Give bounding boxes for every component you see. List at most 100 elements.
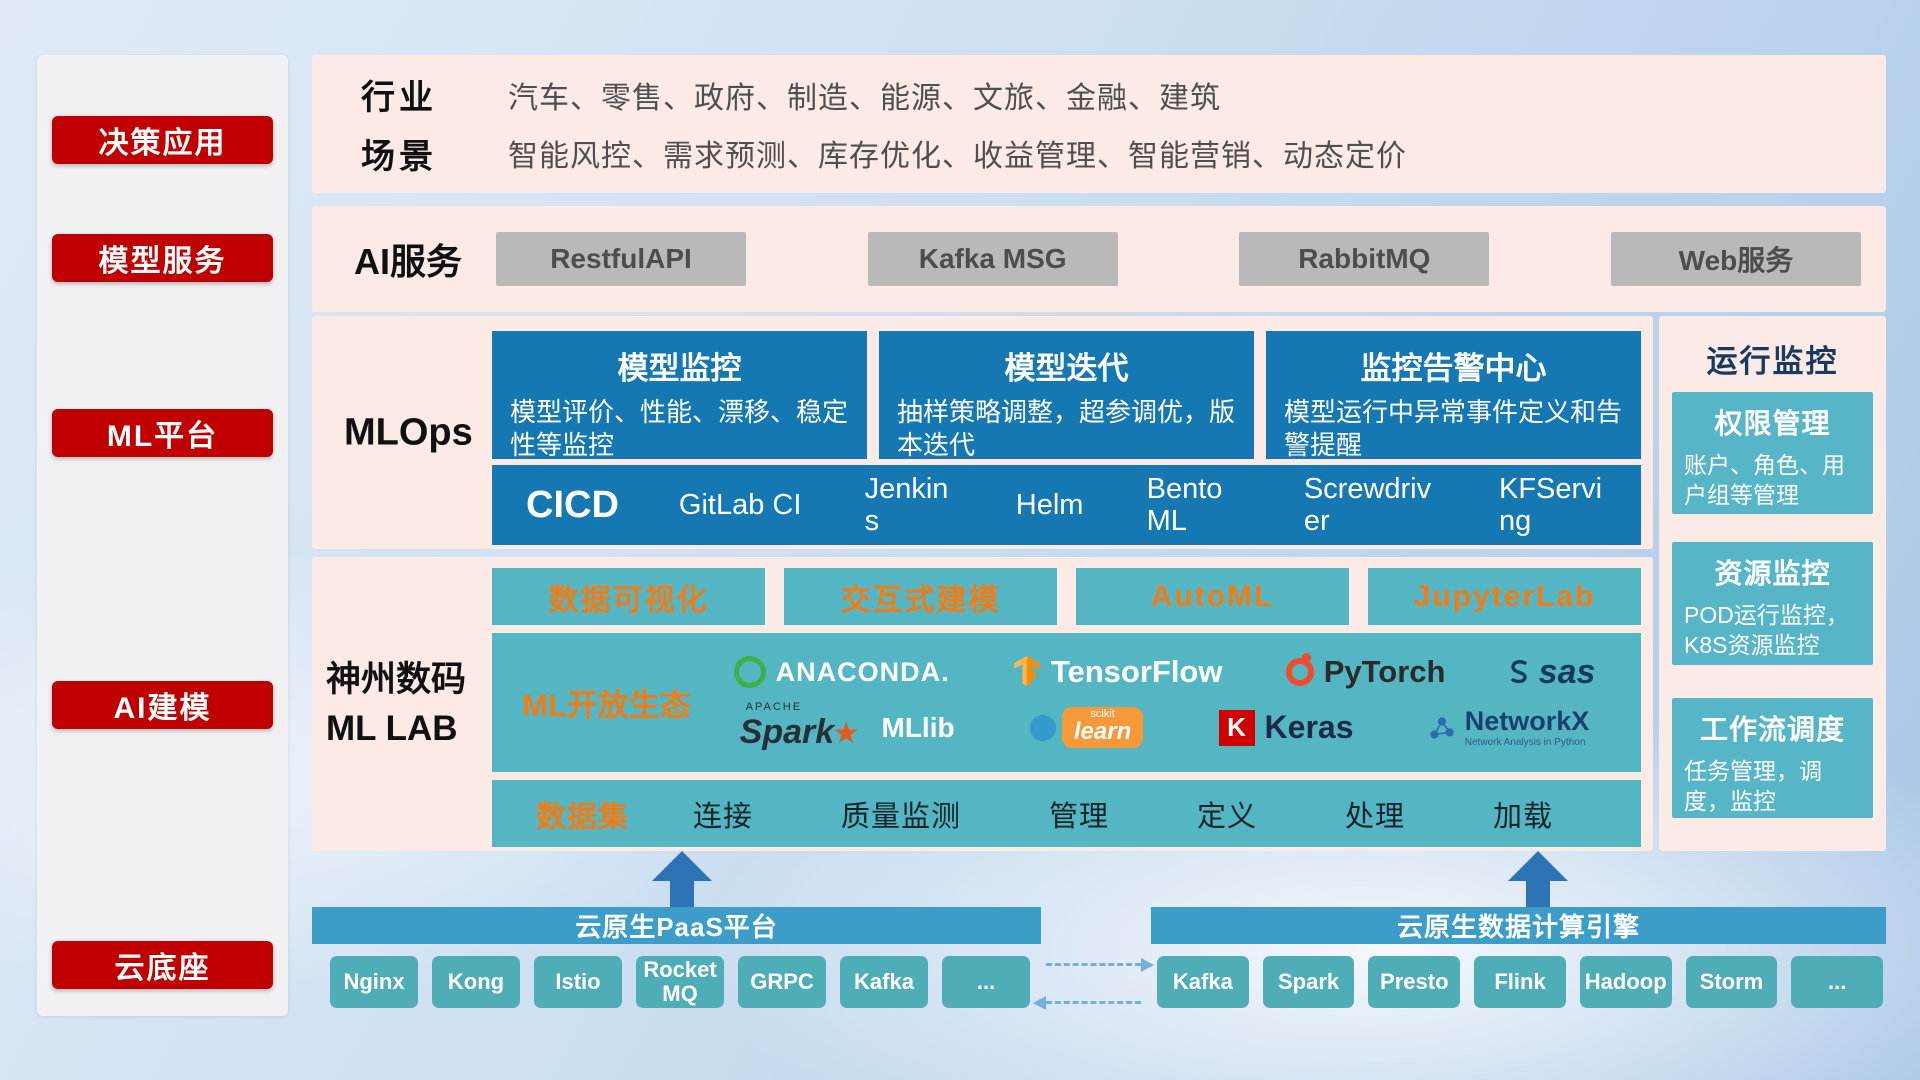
tensorflow-logo: TensorFlow — [1013, 654, 1223, 690]
compute-engine-bar: 云原生数据计算引擎 — [1151, 907, 1886, 944]
ml-ecosystem-box: ML开放生态 ANACONDA. TensorFlow — [492, 633, 1641, 772]
ecosystem-logo-row-2: APACHE Spark MLlib scikit learn — [702, 701, 1627, 752]
card-desc: 模型运行中异常事件定义和告警提醒 — [1284, 397, 1623, 461]
compute-item-spark: Spark — [1262, 956, 1355, 1008]
dataset-bar: 数据集 连接 质量监测 管理 定义 处理 加载 — [492, 780, 1641, 847]
anaconda-icon — [733, 656, 766, 689]
paas-item-istio: Istio — [534, 956, 622, 1008]
cicd-tool-screwdriver: Screwdriver — [1303, 472, 1432, 537]
paas-item-grpc: GRPC — [738, 956, 826, 1008]
networkx-logo: NetworkX Network Analysis in Python — [1429, 706, 1590, 749]
anaconda-wordmark: ANACONDA. — [775, 656, 950, 687]
paas-item-rocketmq: RocketMQ — [636, 956, 724, 1008]
sas-icon — [1510, 660, 1527, 684]
card-permission-management: 权限管理 账户、角色、用户组等管理 — [1672, 392, 1873, 514]
card-title: 工作流调度 — [1699, 714, 1845, 745]
keras-logo: K Keras — [1218, 709, 1354, 746]
paas-platform-title: 云原生PaaS平台 — [575, 912, 778, 942]
card-desc: 账户、角色、用户组等管理 — [1684, 452, 1845, 509]
service-chip-web-service: Web服务 — [1610, 232, 1861, 286]
dataset-item-process: 处理 — [1344, 800, 1405, 833]
scene-label: 场景 — [361, 137, 437, 176]
spark-mllib-logo: APACHE Spark MLlib — [739, 701, 955, 752]
ecosystem-logo-row-1: ANACONDA. TensorFlow PyTorch — [702, 653, 1627, 692]
paas-platform-bar: 云原生PaaS平台 — [312, 907, 1041, 944]
sidebar-item-decision-apps: 决策应用 — [52, 116, 273, 164]
scikit-learn-icon — [1029, 714, 1056, 741]
industry-list: 汽车、零售、政府、制造、能源、文旅、金融、建筑 — [508, 81, 1221, 115]
compute-item-hadoop: Hadoop — [1579, 956, 1672, 1008]
networkx-icon — [1430, 717, 1454, 739]
monitoring-title: 运行监控 — [1706, 344, 1839, 379]
arrow-stem — [670, 881, 694, 907]
sidebar-item-cloud-base: 云底座 — [52, 941, 273, 989]
service-chip-rabbitmq: RabbitMQ — [1239, 232, 1490, 286]
spark-wordmark: Spark — [739, 713, 835, 752]
paas-item-more: ... — [942, 956, 1030, 1008]
cicd-tool-kfserving: KFServing — [1499, 472, 1603, 537]
networkx-wordmark: NetworkX — [1464, 706, 1590, 737]
sidebar-item-ml-platform: ML平台 — [52, 409, 273, 457]
card-title: 权限管理 — [1714, 408, 1831, 439]
cicd-tool-jenkins: Jenkins — [864, 472, 949, 537]
service-chip-kafka-msg: Kafka MSG — [867, 232, 1118, 286]
pytorch-logo: PyTorch — [1285, 653, 1446, 690]
tool-data-visualization: 数据可视化 — [492, 568, 765, 625]
tool-automl: AutoML — [1076, 568, 1349, 625]
card-model-iteration: 模型迭代 抽样策略调整，超参调优，版本迭代 — [879, 331, 1254, 460]
cicd-tool-gitlab-ci: GitLab CI — [678, 488, 802, 521]
cicd-tool-bentoml: BentoML — [1146, 472, 1223, 537]
dashed-arrow-right — [1046, 958, 1154, 972]
scikit-learn-badge: scikit learn — [1061, 707, 1144, 749]
industry-label: 行业 — [361, 79, 437, 118]
tensorflow-wordmark: TensorFlow — [1050, 654, 1223, 690]
pytorch-wordmark: PyTorch — [1323, 654, 1446, 690]
industry-panel: 行业 汽车、零售、政府、制造、能源、文旅、金融、建筑 场景 智能风控、需求预测、… — [312, 55, 1886, 193]
sas-logo: sas — [1509, 653, 1595, 692]
mllib-wordmark: MLlib — [881, 711, 955, 743]
card-title: 监控告警中心 — [1360, 351, 1547, 386]
tensorflow-icon — [1014, 656, 1040, 687]
dataset-label: 数据集 — [536, 800, 629, 834]
mllab-panel: 神州数码 ML LAB 数据可视化 交互式建模 AutoML JupyterLa… — [312, 557, 1653, 851]
apache-label: APACHE — [745, 701, 803, 714]
cicd-tool-helm: Helm — [1015, 488, 1084, 521]
card-desc: 抽样策略调整，超参调优，版本迭代 — [897, 397, 1236, 461]
card-desc: POD运行监控，K8S资源监控 — [1684, 602, 1849, 659]
compute-components: Kafka Spark Presto Flink Hadoop Storm ..… — [1157, 956, 1884, 1008]
compute-engine-title: 云原生数据计算引擎 — [1396, 912, 1640, 942]
card-title: 模型监控 — [617, 351, 742, 386]
dataset-item-load: 加载 — [1492, 800, 1553, 833]
cicd-bar: CICD GitLab CI Jenkins Helm BentoML Scre… — [492, 465, 1641, 545]
compute-item-presto: Presto — [1368, 956, 1461, 1008]
mllab-label-line2: ML LAB — [326, 709, 458, 748]
scene-row: 场景 智能风控、需求预测、库存优化、收益管理、智能营销、动态定价 — [361, 129, 1866, 178]
dataset-item-define: 定义 — [1196, 800, 1257, 833]
compute-item-more: ... — [1791, 956, 1884, 1008]
compute-item-kafka: Kafka — [1157, 956, 1249, 1008]
keras-icon: K — [1218, 709, 1255, 746]
spark-star-icon — [833, 717, 860, 750]
anaconda-logo: ANACONDA. — [733, 656, 950, 689]
ml-ecosystem-label: ML开放生态 — [522, 688, 691, 723]
monitoring-panel: 运行监控 权限管理 账户、角色、用户组等管理 资源监控 POD运行监控，K8S资… — [1659, 316, 1886, 851]
dataset-item-manage: 管理 — [1048, 800, 1109, 833]
up-arrow-compute — [1508, 851, 1568, 907]
paas-components: Nginx Kong Istio RocketMQ GRPC Kafka ... — [330, 956, 1030, 1008]
networkx-subtitle: Network Analysis in Python — [1464, 737, 1586, 749]
dashed-arrow-left — [1033, 996, 1141, 1010]
mlops-panel: MLOps 模型监控 模型评价、性能、漂移、稳定性等监控 模型迭代 抽样策略调整… — [312, 316, 1653, 549]
dataset-item-quality: 质量监测 — [840, 800, 961, 833]
spark-wordmark-group: APACHE Spark — [739, 701, 860, 752]
paas-item-kafka: Kafka — [840, 956, 928, 1008]
card-title: 资源监控 — [1714, 558, 1831, 589]
dataset-item-connect: 连接 — [692, 800, 753, 833]
mllab-label-line1: 神州数码 — [326, 660, 467, 699]
tool-jupyterlab: JupyterLab — [1368, 568, 1641, 625]
keras-wordmark: Keras — [1264, 709, 1354, 746]
paas-item-nginx: Nginx — [330, 956, 418, 1008]
mlops-cards: 模型监控 模型评价、性能、漂移、稳定性等监控 模型迭代 抽样策略调整，超参调优，… — [492, 331, 1641, 460]
arrow-head — [1508, 851, 1568, 881]
card-resource-monitoring: 资源监控 POD运行监控，K8S资源监控 — [1672, 542, 1873, 665]
compute-item-storm: Storm — [1685, 956, 1778, 1008]
